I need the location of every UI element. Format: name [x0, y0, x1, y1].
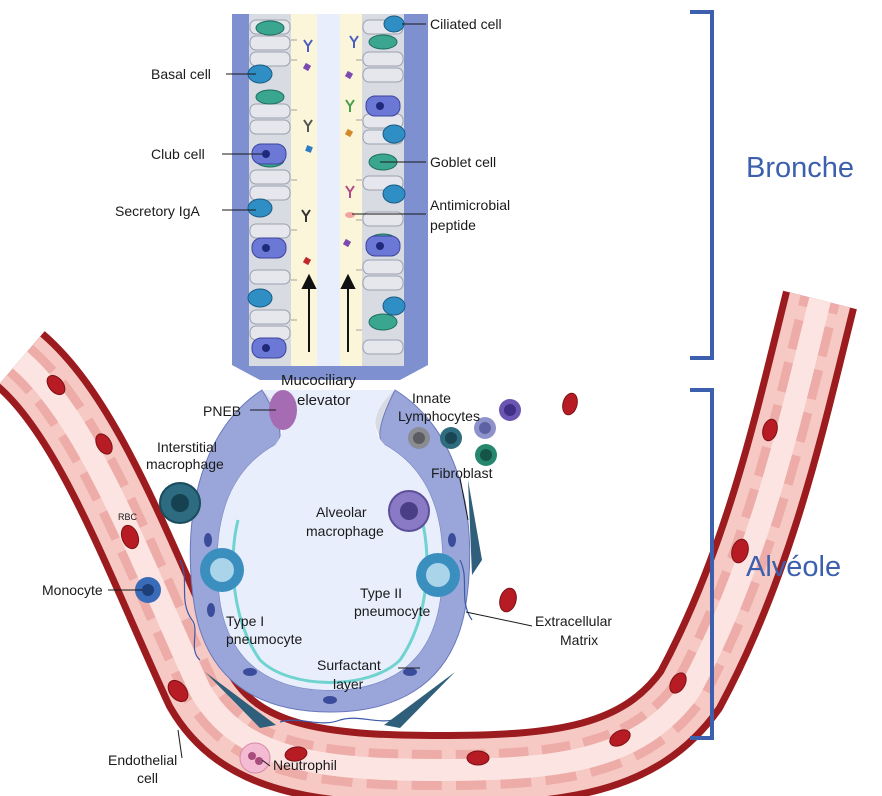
label-alveolar-2: macrophage	[306, 523, 384, 539]
label-ciliated-cell: Ciliated cell	[430, 16, 502, 32]
label-ecm-1: Extracellular	[535, 613, 612, 629]
label-club-cell: Club cell	[151, 146, 205, 162]
alveolar-macrophage	[389, 491, 429, 531]
label-antimicrobial-2: peptide	[430, 217, 476, 233]
label-endothelial-1: Endothelial	[108, 752, 177, 768]
interstitial-macrophage	[160, 483, 200, 523]
label-surfactant-2: layer	[333, 676, 364, 692]
label-endothelial-2: cell	[137, 770, 158, 786]
label-goblet-cell: Goblet cell	[430, 154, 496, 170]
label-neutrophil: Neutrophil	[273, 757, 337, 773]
label-mucociliary-2: elevator	[297, 392, 350, 409]
label-antimicrobial-1: Antimicrobial	[430, 197, 510, 213]
label-interstitial-1: Interstitial	[157, 439, 217, 455]
label-innate-2: Lymphocytes	[398, 408, 480, 424]
label-secretory-iga: Secretory IgA	[115, 203, 200, 219]
label-pneb: PNEB	[203, 403, 241, 419]
label-interstitial-2: macrophage	[146, 456, 224, 472]
label-alveole: Alvéole	[746, 551, 841, 583]
label-type1-1: Type I	[226, 613, 264, 629]
label-alveolar-1: Alveolar	[316, 504, 367, 520]
label-monocyte: Monocyte	[42, 582, 103, 598]
label-mucociliary-1: Mucociliary	[281, 372, 357, 389]
label-basal-cell: Basal cell	[151, 66, 211, 82]
bronchus	[232, 14, 428, 380]
label-innate-1: Innate	[412, 390, 451, 406]
bronche-bracket	[690, 12, 712, 358]
label-type2-2: pneumocyte	[354, 603, 430, 619]
label-bronche: Bronche	[746, 152, 854, 184]
label-surfactant-1: Surfactant	[317, 657, 381, 673]
label-ecm-2: Matrix	[560, 632, 598, 648]
label-type2-1: Type II	[360, 585, 402, 601]
label-type1-2: pneumocyte	[226, 631, 302, 647]
label-rbc: RBC	[118, 512, 138, 522]
label-fibroblast: Fibroblast	[431, 465, 493, 481]
neutrophil	[240, 743, 270, 773]
